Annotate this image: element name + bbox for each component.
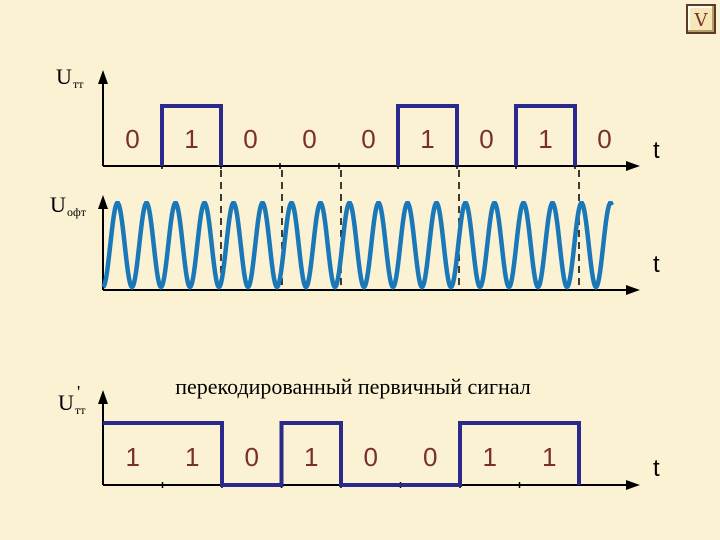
bottom-bit-label: 1 xyxy=(126,442,140,472)
top-bit-label: 1 xyxy=(184,124,198,154)
bottom-bit-label: 1 xyxy=(304,442,318,472)
top-bit-label: 0 xyxy=(597,124,611,154)
bottom-y-arrow xyxy=(98,390,108,404)
bottom-label-prime: ' xyxy=(77,382,80,402)
top-bit-label: 0 xyxy=(361,124,375,154)
top-bit-label: 0 xyxy=(479,124,493,154)
middle-y-arrow xyxy=(98,195,108,209)
bottom-bit-label: 0 xyxy=(245,442,259,472)
top-bit-label: 0 xyxy=(125,124,139,154)
bottom-bit-label: 1 xyxy=(542,442,556,472)
bottom-label-sub: тт xyxy=(75,403,86,417)
next-slide-button[interactable]: V xyxy=(686,4,716,34)
bottom-bit-label: 0 xyxy=(423,442,437,472)
top-pulse-signal xyxy=(160,104,577,166)
bottom-label-main: U xyxy=(58,390,74,415)
top-bit-label: 1 xyxy=(420,124,434,154)
middle-t-label: t xyxy=(653,251,660,278)
caption-text: перекодированный первичный сигнал xyxy=(175,374,531,399)
top-label-sub: тт xyxy=(73,77,84,91)
modulated-wave xyxy=(101,201,615,291)
bottom-bit-label: 0 xyxy=(364,442,378,472)
bottom-bit-label: 1 xyxy=(483,442,497,472)
middle-label-main: U xyxy=(50,192,66,217)
top-x-arrow xyxy=(626,161,640,171)
top-t-label: t xyxy=(653,137,660,164)
bottom-x-arrow xyxy=(626,480,640,490)
middle-label-sub: офт xyxy=(67,205,87,219)
middle-x-arrow xyxy=(626,285,640,295)
top-bit-label: 0 xyxy=(302,124,316,154)
top-bit-label: 0 xyxy=(243,124,257,154)
top-bit-label: 1 xyxy=(538,124,552,154)
bottom-bit-label: 1 xyxy=(185,442,199,472)
bottom-t-label: t xyxy=(653,455,660,482)
bottom-pulse-signal xyxy=(103,421,581,487)
top-y-arrow xyxy=(98,70,108,84)
top-label-main: U xyxy=(56,64,72,89)
